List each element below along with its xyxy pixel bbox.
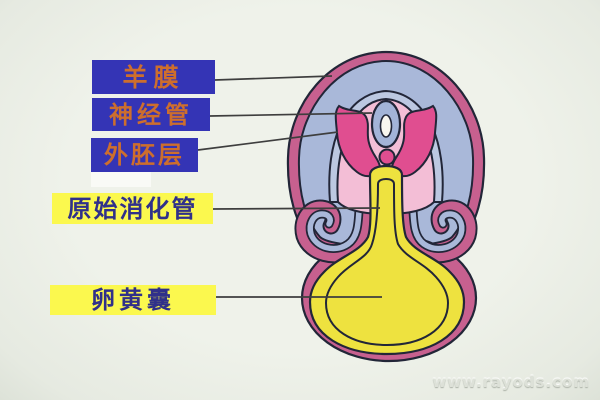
- label-yolk-sac: 卵黄囊: [50, 285, 216, 315]
- label-primitive-gut: 原始消化管: [52, 193, 213, 224]
- leader-line-amnion: [214, 75, 333, 81]
- leader-line-ectoderm: [197, 131, 339, 151]
- watermark: www.rayods.com: [432, 373, 590, 391]
- amnion-fold-right: [397, 177, 478, 264]
- white-patch: [91, 172, 151, 187]
- yolk-inner-wall-line: [324, 177, 450, 347]
- leader-line-primitive-gut: [212, 207, 381, 210]
- leader-line-neural-tube: [209, 112, 373, 117]
- label-neural-tube: 神经管: [92, 98, 210, 131]
- label-ectoderm: 外胚层: [91, 138, 198, 172]
- neural-canal-shape: [379, 114, 393, 138]
- label-amnion: 羊膜: [92, 60, 215, 94]
- gut-and-yolk-sac-shape: [308, 164, 466, 356]
- amnion-fold-left: [294, 177, 375, 264]
- notochord-shape: [378, 148, 396, 166]
